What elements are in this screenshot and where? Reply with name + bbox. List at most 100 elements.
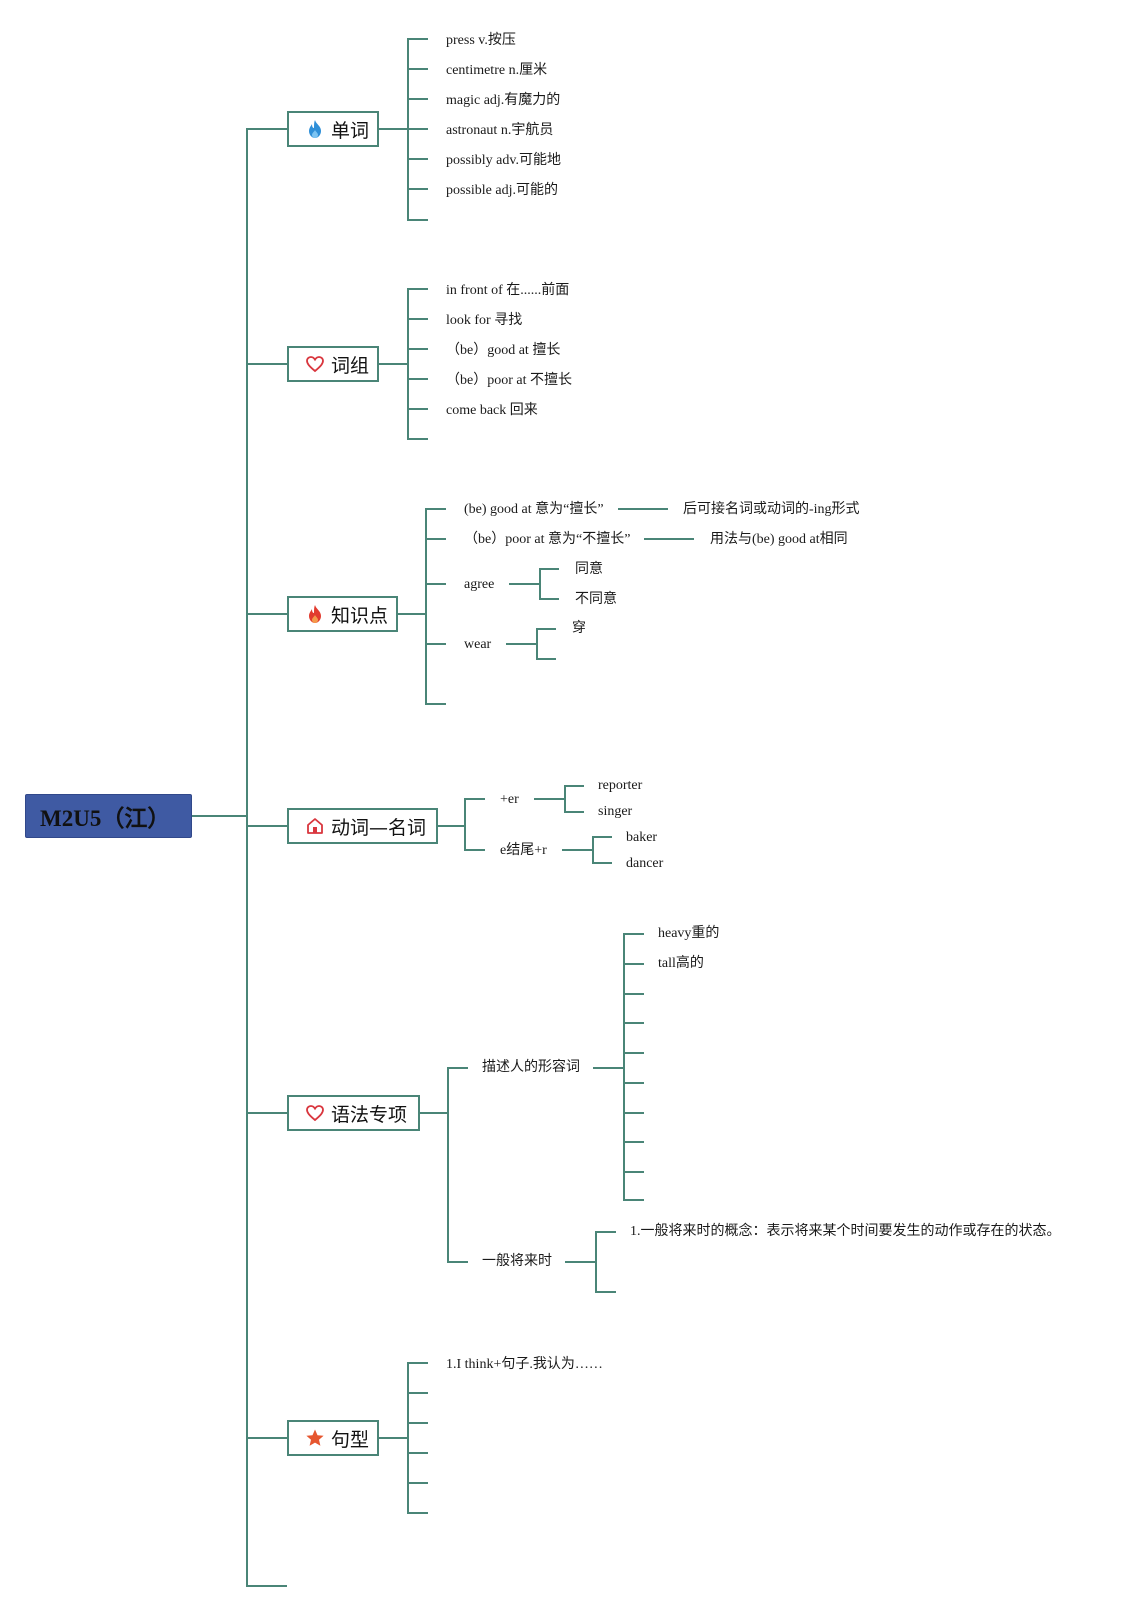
phrase-item: come back 回来 (446, 403, 538, 418)
connector (623, 963, 644, 965)
rule-item: +er (500, 792, 519, 807)
connector (407, 219, 428, 221)
word-item: baker (626, 830, 658, 845)
heart-icon (306, 356, 324, 373)
connector (536, 628, 556, 630)
heart-icon (306, 1105, 324, 1122)
connector (425, 538, 446, 540)
connector (464, 849, 485, 851)
knowledge-detail: 用法与(be) good at相同 (710, 532, 848, 547)
branch-label: 词组 (331, 354, 370, 377)
phrase-item: （be）poor at 不擅长 (446, 373, 572, 388)
bracket (592, 836, 594, 864)
bracket (425, 508, 427, 705)
connector (407, 1362, 428, 1364)
connector (623, 1022, 644, 1024)
connector (425, 643, 446, 645)
rule-item: e结尾+r (500, 843, 547, 858)
phrase-item: in front of 在......前面 (446, 283, 570, 298)
knowledge-subitem: 同意 (575, 562, 603, 577)
connector (595, 1291, 616, 1293)
branch-label: 语法专项 (331, 1103, 408, 1126)
word-item: singer (598, 804, 633, 819)
connector (506, 643, 538, 645)
vocab-item: magic adj.有魔力的 (446, 93, 561, 108)
connector (407, 438, 428, 440)
bracket (447, 1067, 449, 1263)
bracket (595, 1231, 597, 1293)
bracket (407, 288, 409, 440)
bracket (407, 1362, 409, 1514)
branch-verb-noun[interactable]: 动词—名词 (287, 808, 438, 844)
connector (418, 1112, 448, 1114)
branch-phrases[interactable]: 词组 (287, 346, 379, 382)
word-item: reporter (598, 778, 643, 793)
connector (623, 1052, 644, 1054)
connector (425, 703, 446, 705)
grammar-topic: 一般将来时 (482, 1254, 552, 1269)
connector (447, 1067, 468, 1069)
knowledge-subitem: 不同意 (575, 592, 617, 607)
branch-grammar[interactable]: 语法专项 (287, 1095, 420, 1131)
branch-vocabulary[interactable]: 单词 (287, 111, 379, 147)
bracket (539, 568, 541, 600)
bracket (536, 628, 538, 660)
connector (534, 798, 566, 800)
connector (623, 1141, 644, 1143)
connector (407, 1512, 428, 1514)
connector (447, 1261, 468, 1263)
connector (407, 408, 428, 410)
connector (407, 68, 428, 70)
connector (246, 1437, 287, 1439)
connector (407, 1452, 428, 1454)
connector (396, 613, 427, 615)
connector (623, 1112, 644, 1114)
adjective-item: heavy重的 (658, 926, 720, 941)
connector (595, 1231, 616, 1233)
branch-label: 单词 (331, 119, 370, 142)
branch-sentence-patterns[interactable]: 句型 (287, 1420, 379, 1456)
connector (407, 288, 428, 290)
connector (407, 158, 428, 160)
home-icon (307, 818, 323, 834)
connector (407, 1422, 428, 1424)
phrase-item: look for 寻找 (446, 313, 523, 328)
connector (425, 583, 446, 585)
grammar-topic: 描述人的形容词 (482, 1060, 580, 1075)
connector (425, 508, 446, 510)
connector (623, 1082, 644, 1084)
word-item: dancer (626, 856, 664, 871)
connector (536, 658, 556, 660)
connector (246, 1585, 287, 1587)
connector (592, 836, 612, 838)
connector (564, 785, 584, 787)
knowledge-item: (be) good at 意为“擅长” (464, 502, 604, 517)
connector (407, 128, 428, 130)
phrase-item: （be）good at 擅长 (446, 343, 561, 358)
vocab-item: possible adj.可能的 (446, 183, 558, 198)
root-label: M2U5（江） (40, 806, 171, 831)
connector (407, 1482, 428, 1484)
vocab-item: press v.按压 (446, 33, 516, 48)
connector (377, 128, 409, 130)
branch-label: 句型 (331, 1428, 370, 1451)
connector (407, 1392, 428, 1394)
knowledge-item: agree (464, 577, 495, 592)
connector (623, 993, 644, 995)
connector (246, 825, 287, 827)
connector (562, 849, 594, 851)
bracket (464, 798, 466, 851)
connector (644, 538, 694, 540)
connector (539, 598, 559, 600)
main-spine (246, 128, 248, 1586)
root-node[interactable]: M2U5（江） (25, 794, 192, 838)
connector (246, 128, 287, 130)
connector (618, 508, 668, 510)
connector (592, 862, 612, 864)
branch-knowledge-points[interactable]: 知识点 (287, 596, 398, 632)
connector (464, 798, 485, 800)
flame-blue-icon (309, 120, 321, 138)
connector (407, 378, 428, 380)
knowledge-item: （be）poor at 意为“不擅长” (464, 532, 631, 547)
